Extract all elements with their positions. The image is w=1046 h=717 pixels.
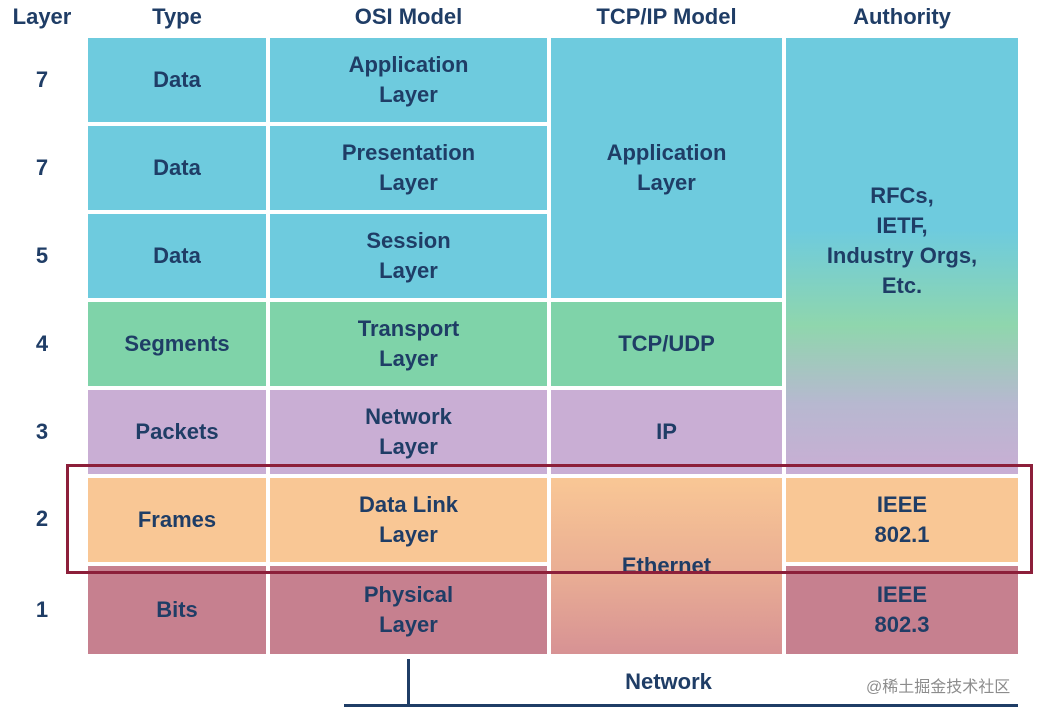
- header-layer: Layer: [12, 4, 72, 29]
- osi-transport-layer: Transport Layer: [270, 302, 547, 386]
- osi-physical-layer: Physical Layer: [270, 566, 547, 654]
- type-cell: Data: [88, 214, 266, 298]
- osi-data-link-layer: Data Link Layer: [270, 478, 547, 562]
- layer-number: 2: [35, 506, 49, 531]
- layer-number: 7: [35, 67, 49, 92]
- authority-rfcs-ietf: RFCs, IETF, Industry Orgs, Etc.: [786, 38, 1018, 474]
- network-bracket-line: [344, 704, 1018, 707]
- header-type: Type: [152, 4, 202, 29]
- header-authority: Authority: [853, 4, 951, 29]
- osi-application-layer: Application Layer: [270, 38, 547, 122]
- layer-number: 7: [35, 155, 49, 180]
- tcpip-application-layer: Application Layer: [551, 38, 782, 298]
- authority-ieee-802-3: IEEE 802.3: [786, 566, 1018, 654]
- type-cell: Data: [88, 126, 266, 210]
- network-label: Network: [625, 669, 712, 694]
- type-cell: Segments: [88, 302, 266, 386]
- data-link-highlight-box: [66, 464, 1033, 574]
- header-osi-model: OSI Model: [354, 4, 463, 29]
- layer-number: 5: [35, 243, 49, 268]
- header-tcpip-model: TCP/IP Model: [596, 4, 737, 29]
- network-bracket-tick: [407, 659, 410, 705]
- layer-number: 3: [35, 419, 49, 444]
- type-cell: Packets: [88, 390, 266, 474]
- type-cell: Bits: [88, 566, 266, 654]
- watermark: @稀土掘金技术社区: [866, 679, 1011, 696]
- type-cell: Frames: [88, 478, 266, 562]
- tcpip-transport-tcp-udp: TCP/UDP: [551, 302, 782, 386]
- type-cell: Data: [88, 38, 266, 122]
- authority-ieee-802-1: IEEE 802.1: [786, 478, 1018, 562]
- tcpip-internet-ip: IP: [551, 390, 782, 474]
- osi-session-layer: Session Layer: [270, 214, 547, 298]
- layer-number: 1: [35, 597, 49, 622]
- osi-network-layer: Network Layer: [270, 390, 547, 474]
- layer-number: 4: [35, 331, 49, 356]
- osi-presentation-layer: Presentation Layer: [270, 126, 547, 210]
